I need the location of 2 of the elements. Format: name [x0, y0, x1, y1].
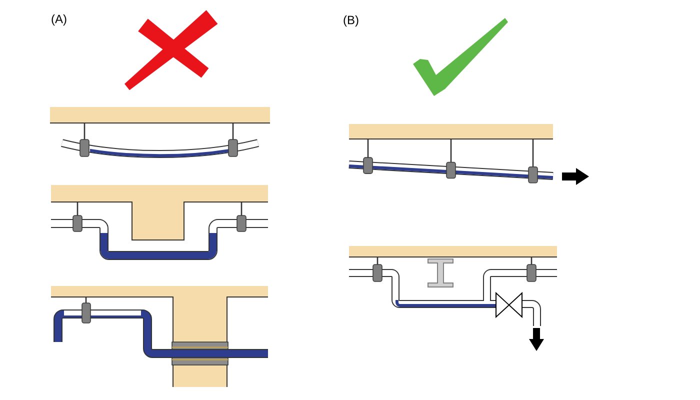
panel-label: (A) — [52, 14, 66, 26]
panel-label: (B) — [344, 15, 358, 27]
